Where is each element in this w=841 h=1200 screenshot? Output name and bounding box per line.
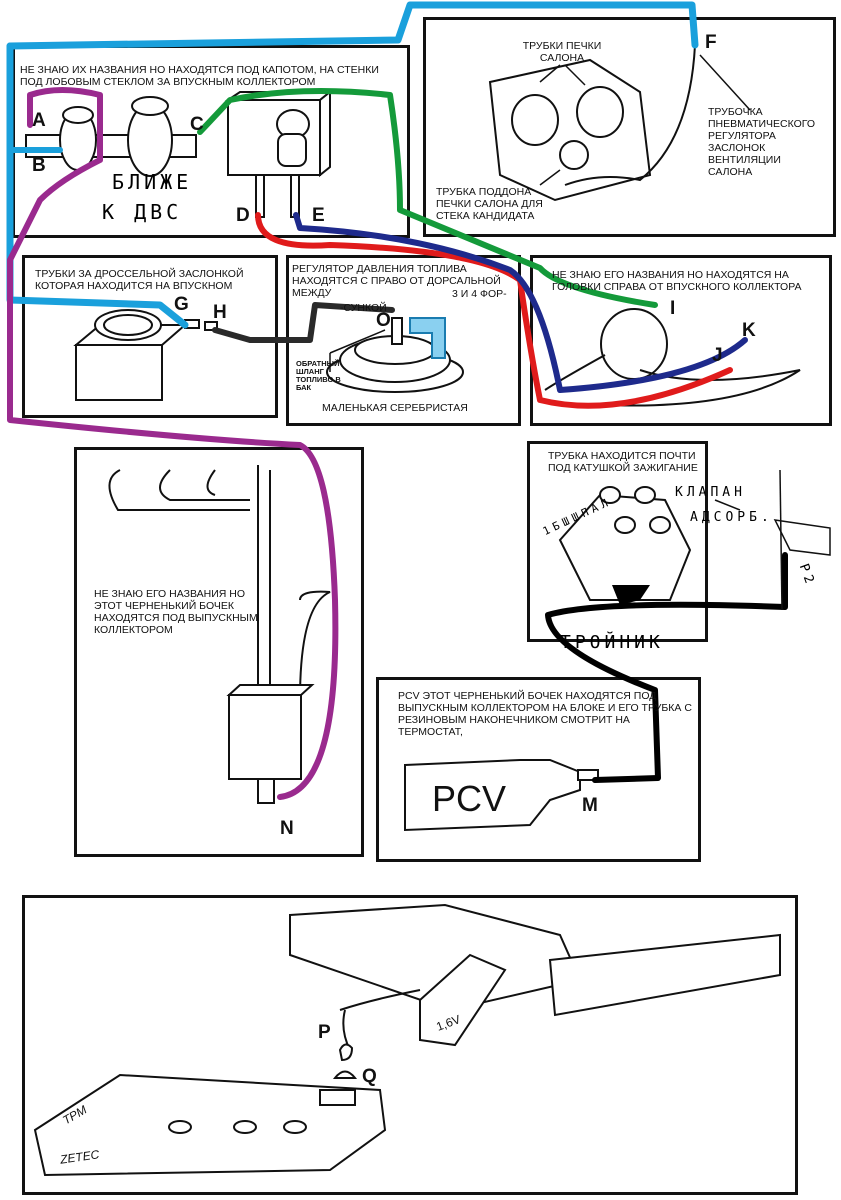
panel-exhaust-canister bbox=[74, 447, 364, 857]
handwriting-to-engine: К ДВС bbox=[102, 200, 183, 224]
tray-tube-label: ТРУБКА ПОДДОНА ПЕЧКИ САЛОНА ДЛЯ СТЕКА КА… bbox=[436, 186, 543, 222]
sunka-note: -СУНКОЙ bbox=[340, 302, 387, 314]
label-m: M bbox=[582, 795, 598, 816]
label-g: G bbox=[174, 294, 189, 315]
panel-pcv-caption: PCV ЭТОТ ЧЕРНЕНЬКИЙ БОЧЕК НАХОДЯТСЯ ПОД … bbox=[398, 690, 692, 738]
cylinders-note: 3 и 4 ФОР- bbox=[452, 288, 507, 300]
handwriting-valve: КЛАПАН bbox=[675, 485, 746, 500]
label-h: H bbox=[213, 302, 227, 323]
panel-fuel-regulator-caption: РЕГУЛЯТОР ДАВЛЕНИЯ ТОПЛИВА НАХОДЯТСЯ С П… bbox=[292, 263, 501, 299]
fuel-regulator-bottom-label: МАЛЕНЬКАЯ СЕРЕБРИСТАЯ bbox=[322, 402, 468, 414]
label-j: J bbox=[712, 345, 723, 366]
panel-throttle-caption: ТРУБКИ ЗА ДРОССЕЛЬНОЙ ЗАСЛОНКОЙ КОТОРАЯ … bbox=[35, 268, 244, 292]
heater-tubes-label: ТРУБКИ ПЕЧКИ САЛОНА bbox=[522, 40, 602, 64]
regulator-tube-label: ТРУБОЧКА ПНЕВМАТИЧЕСКОГО РЕГУЛЯТОРА ЗАСЛ… bbox=[708, 106, 816, 178]
label-i: I bbox=[670, 298, 676, 319]
label-a: A bbox=[32, 110, 46, 131]
return-hose-label: ОБРАТНЫЙ ШЛАНГ ТОПЛИВО В БАК bbox=[296, 359, 341, 392]
label-o: O bbox=[376, 310, 391, 331]
label-c: C bbox=[190, 114, 204, 135]
label-q: Q bbox=[362, 1066, 377, 1087]
panel-firewall-caption: НЕ ЗНАЮ ИХ НАЗВАНИЯ НО НАХОДЯТСЯ ПОД КАП… bbox=[20, 64, 379, 88]
label-n: N bbox=[280, 818, 294, 839]
pcv-text: PCV bbox=[432, 778, 507, 819]
label-d: D bbox=[236, 205, 250, 226]
panel-head-fittings-caption: НЕ ЗНАЮ ЕГО НАЗВАНИЯ НО НАХОДЯТСЯ НА ГОЛ… bbox=[552, 269, 802, 293]
label-f: F bbox=[705, 32, 717, 53]
label-p: P bbox=[318, 1022, 331, 1043]
handwriting-adsorber: АДСОРБ. bbox=[690, 510, 773, 525]
panel-exhaust-canister-caption: НЕ ЗНАЮ ЕГО НАЗВАНИЯ НО ЭТОТ ЧЕРНЕНЬКИЙ … bbox=[94, 588, 258, 636]
label-b: B bbox=[32, 155, 46, 176]
label-e: E bbox=[312, 205, 325, 226]
panel-ignition-coil-caption: ТРУБКА НАХОДИТСЯ ПОЧТИ ПОД КАТУШКОЙ ЗАЖИ… bbox=[548, 450, 698, 474]
handwriting-closer: БЛИЖЕ bbox=[112, 170, 193, 194]
handwriting-tee: ТРОЙНИК bbox=[560, 632, 664, 653]
label-k: K bbox=[742, 320, 756, 341]
